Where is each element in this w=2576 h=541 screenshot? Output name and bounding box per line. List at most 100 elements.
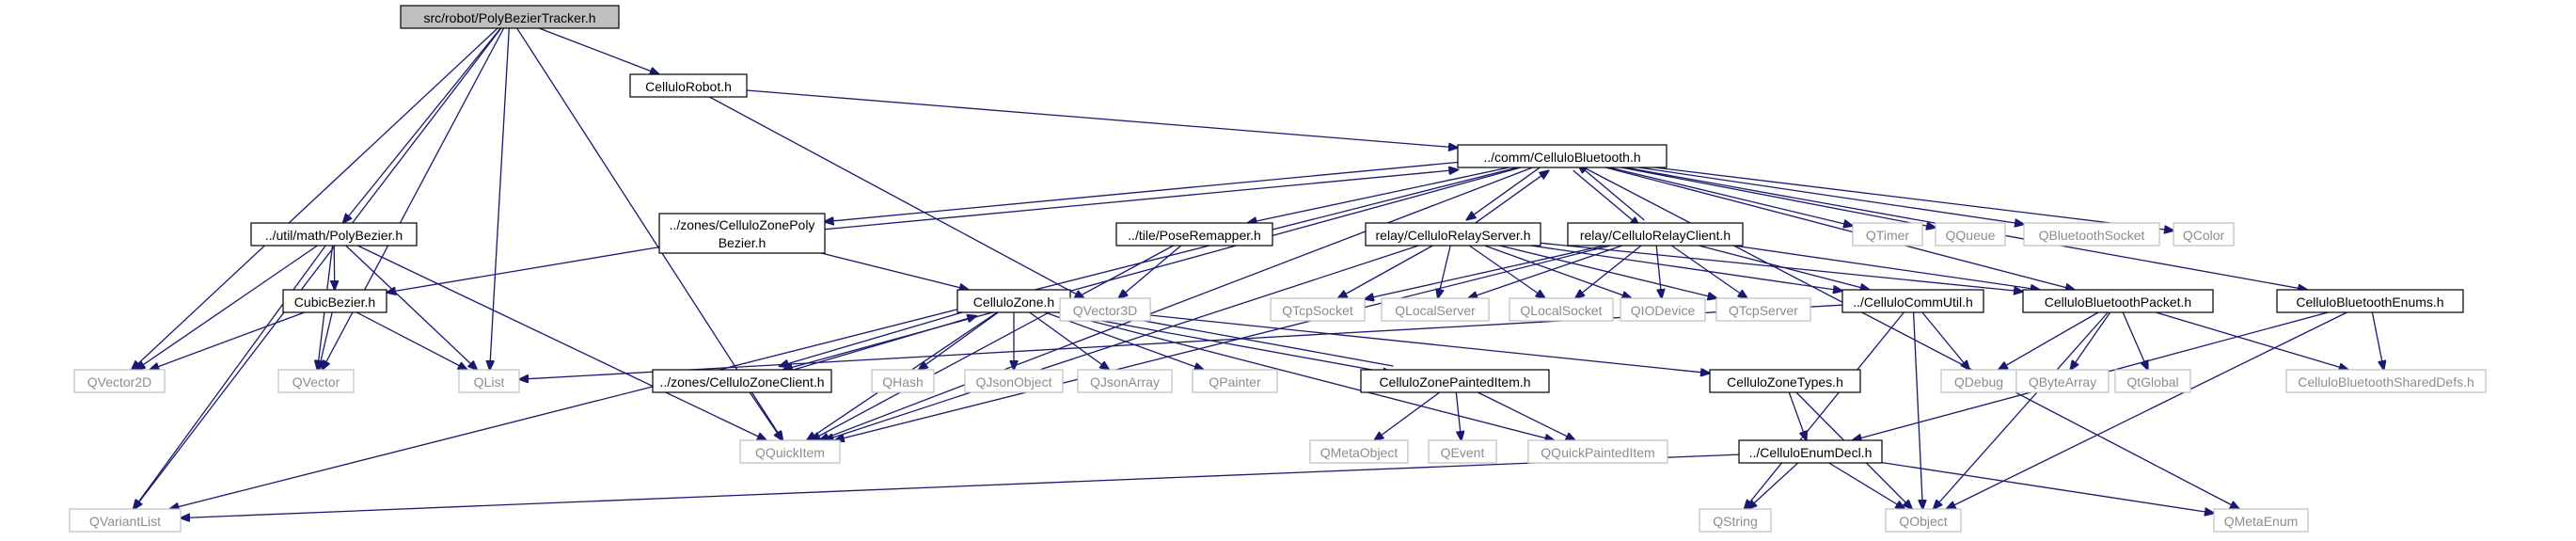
node-box	[1059, 297, 1151, 322]
edge-polyb-to-qquickitem	[356, 245, 766, 440]
edge-pose-to-qvec3d	[1118, 245, 1182, 298]
edge-zclient-to-zone	[781, 316, 976, 374]
edge-btenums-to-qobject	[1947, 311, 2347, 509]
node-robot[interactable]: CelluloRobot.h	[629, 73, 748, 98]
node-box	[2023, 222, 2160, 247]
edge-rclient-to-commutil	[1699, 245, 1869, 290]
node-box	[1715, 297, 1811, 322]
node-box	[1709, 369, 1861, 393]
node-label: QByteArray	[2029, 374, 2096, 390]
edge-rserver-to-ble	[1470, 170, 1549, 227]
node-box	[1192, 369, 1278, 393]
node-enumdecl[interactable]: ../CelluloEnumDecl.h	[1738, 439, 1883, 464]
edge-zone-to-zpainted	[1069, 314, 1392, 374]
edge-zone-to-qhash	[919, 311, 999, 370]
node-box	[400, 5, 620, 29]
node-label: Bezier.h	[719, 235, 766, 250]
edge-ble-to-rclient	[1572, 169, 1639, 226]
node-box	[2285, 369, 2487, 393]
edge-root-to-qvec2d	[132, 27, 498, 370]
edge-enumdecl-to-qvarlist	[181, 453, 1740, 517]
node-label: QList	[474, 374, 505, 390]
node-zpainted[interactable]: CelluloZonePaintedItem.h	[1360, 369, 1550, 393]
node-qjsonobj: QJsonObject	[964, 369, 1064, 393]
edge-ble-to-qquickitem	[819, 167, 1533, 440]
node-label: QVariantList	[89, 514, 161, 529]
node-commutil[interactable]: ../CelluloCommUtil.h	[1841, 289, 1984, 313]
node-label: QIODevice	[1631, 303, 1696, 318]
node-box	[1309, 439, 1409, 464]
node-cubic[interactable]: CubicBezier.h	[282, 289, 387, 313]
node-label: QVector	[292, 374, 340, 390]
node-box	[1115, 222, 1273, 247]
node-qpainter: QPainter	[1192, 369, 1278, 393]
edge-zpainted-to-qmetaobj	[1374, 391, 1441, 440]
edge-zone-to-ztypes	[1069, 306, 1710, 374]
edge-rserver-to-qlserver	[1438, 245, 1451, 298]
edge-zone-to-zclient	[780, 308, 975, 366]
node-box	[658, 213, 826, 254]
node-btpacket[interactable]: CelluloBluetoothPacket.h	[2022, 289, 2214, 313]
node-label: CubicBezier.h	[294, 294, 375, 310]
node-zone[interactable]: CelluloZone.h	[956, 289, 1071, 313]
node-qdebug: QDebug	[1940, 369, 2017, 393]
node-label: QTimer	[1866, 228, 1909, 243]
node-label: ../CelluloCommUtil.h	[1853, 294, 1973, 310]
node-box	[458, 369, 520, 393]
node-box	[2213, 508, 2309, 533]
node-qobject: QObject	[1885, 508, 1962, 533]
node-label: ../CelluloEnumDecl.h	[1749, 445, 1873, 460]
node-box	[629, 73, 748, 98]
node-label: QMetaObject	[1320, 445, 1399, 460]
node-ztypes[interactable]: CelluloZoneTypes.h	[1709, 369, 1861, 393]
node-label: CelluloBluetoothPacket.h	[2045, 294, 2191, 310]
node-rclient[interactable]: relay/CelluloRelayClient.h	[1567, 222, 1744, 247]
node-qvec2d: QVector2D	[73, 369, 166, 393]
node-label: QLocalServer	[1395, 303, 1476, 318]
node-qtimer: QTimer	[1852, 222, 1923, 247]
edge-zpb-to-ble	[825, 169, 1458, 231]
edge-zone-to-qjsonarr	[1029, 311, 1110, 370]
node-qbtsock: QBluetoothSocket	[2023, 222, 2160, 247]
node-qtcpserver: QTcpServer	[1715, 297, 1811, 322]
node-qqueue: QQueue	[1935, 222, 2006, 247]
node-label: QHash	[882, 374, 924, 390]
node-box	[277, 369, 355, 393]
node-label: CelluloRobot.h	[645, 79, 732, 94]
node-box	[964, 369, 1064, 393]
node-polyb[interactable]: ../util/math/PolyBezier.h	[250, 222, 418, 247]
node-box	[871, 369, 935, 393]
node-ble[interactable]: ../comm/CelluloBluetooth.h	[1457, 144, 1667, 168]
node-qlist: QList	[458, 369, 520, 393]
node-qqpainted: QQuickPaintedItem	[1527, 439, 1668, 464]
edge-enumdecl-to-qmetaenum	[1881, 461, 2214, 514]
node-box	[2114, 369, 2191, 393]
edge-ztypes-to-enumdecl	[1788, 391, 1806, 440]
node-root[interactable]: src/robot/PolyBezierTracker.h	[400, 5, 620, 29]
node-qevent: QEvent	[1428, 439, 1497, 464]
node-zclient[interactable]: ../zones/CelluloZoneClient.h	[652, 369, 832, 393]
node-qiodev: QIODevice	[1620, 297, 1706, 322]
node-btenums[interactable]: CelluloBluetoothEnums.h	[2276, 289, 2464, 313]
edge-btpacket-to-qobject	[1934, 311, 2109, 509]
edge-zone-to-qpainter	[1044, 311, 1204, 370]
node-label: ../tile/PoseRemapper.h	[1128, 228, 1261, 243]
node-qcolor: QColor	[2173, 222, 2235, 247]
node-box	[2015, 369, 2110, 393]
edge-commutil-to-qstring	[1745, 311, 1904, 509]
edge-enumdecl-to-qobject	[1828, 462, 1905, 509]
edge-cubic-to-qlist	[356, 311, 467, 370]
nodes: src/robot/PolyBezierTracker.hCelluloRobo…	[69, 5, 2487, 533]
edge-root-to-qlist	[490, 27, 510, 370]
node-pose[interactable]: ../tile/PoseRemapper.h	[1115, 222, 1273, 247]
node-qvarlist: QVariantList	[69, 508, 182, 533]
node-label: ../zones/CelluloZonePoly	[670, 217, 815, 232]
node-qtcpsock: QTcpSocket	[1270, 297, 1366, 322]
node-rserver[interactable]: relay/CelluloRelayServer.h	[1365, 222, 1541, 247]
node-qvec3d: QVector3D	[1059, 297, 1151, 322]
node-box	[1360, 369, 1550, 393]
edge-btpacket-to-btshared	[2156, 311, 2348, 370]
node-label: QQuickItem	[755, 445, 825, 460]
edge-rclient-to-qlserver	[1468, 245, 1623, 298]
